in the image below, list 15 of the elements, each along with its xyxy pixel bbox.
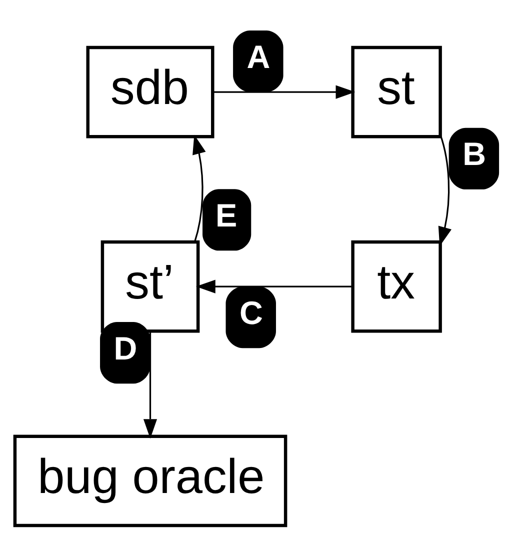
arrow (192, 134, 206, 242)
node-box: st (351, 45, 442, 138)
edge-label: C (240, 294, 263, 330)
edge-label: D (114, 330, 138, 366)
arrow (196, 279, 352, 293)
arrow (212, 84, 356, 98)
arrow (143, 331, 158, 438)
edge-label: A (246, 38, 270, 74)
arrow (438, 134, 452, 246)
edge-label: E (215, 196, 238, 233)
edge-label: B (462, 136, 486, 172)
node-box: st’ (100, 240, 200, 332)
node-box: bug oracle (13, 434, 288, 527)
node-box: tx (351, 240, 442, 332)
node-box: sdb (86, 45, 214, 138)
